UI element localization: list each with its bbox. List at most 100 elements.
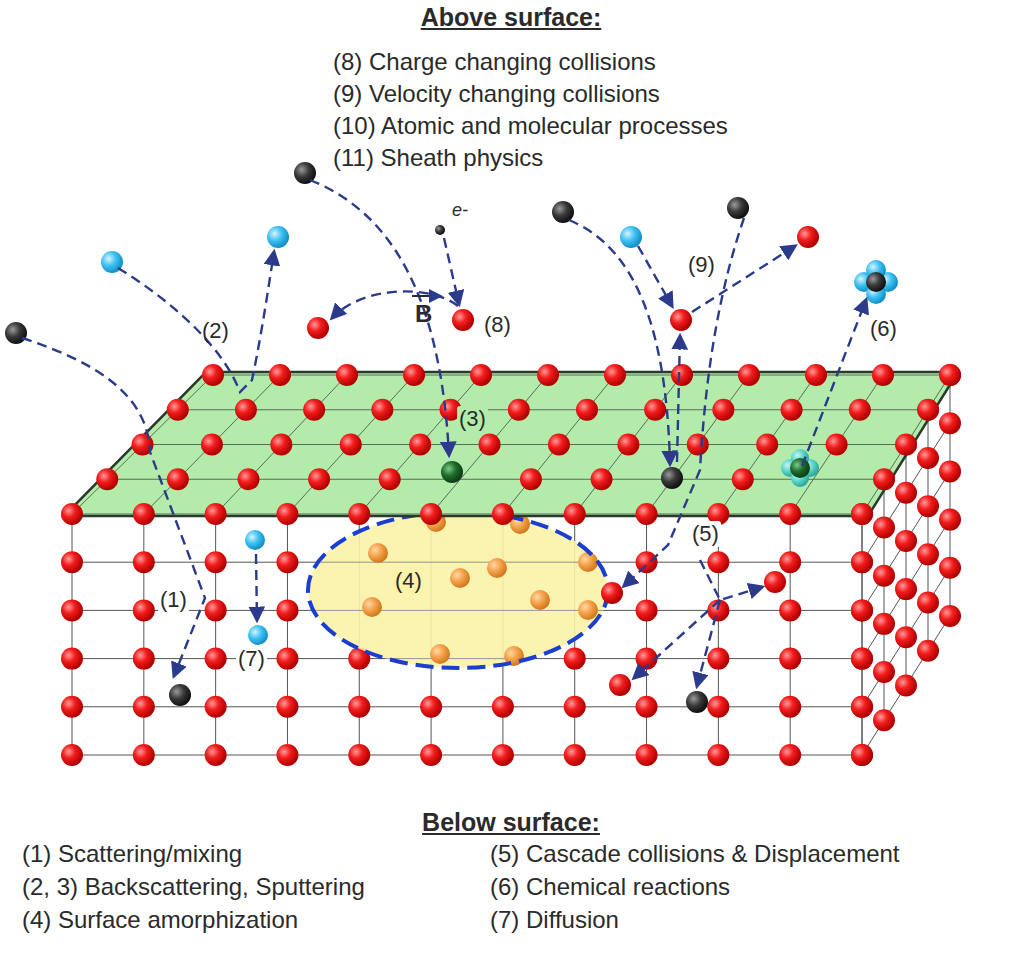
heading: Below surface:: [422, 807, 600, 837]
lattice-atom: [492, 696, 514, 718]
lattice-line: [308, 706, 608, 707]
lattice-atom: [276, 599, 298, 621]
lattice-atom: [133, 551, 155, 573]
lattice-line: [884, 479, 885, 720]
particle: [307, 317, 329, 339]
lattice-line: [503, 375, 615, 514]
lattice-atom: [636, 744, 658, 766]
particle: [866, 272, 886, 292]
lattice-atom: [237, 468, 259, 490]
lattice-atom: [61, 696, 83, 718]
amorphous-atom: [430, 644, 450, 664]
lattice-atom: [276, 744, 298, 766]
lattice-line: [215, 514, 216, 755]
lattice-atom: [61, 551, 83, 573]
lattice-line: [862, 514, 863, 755]
lattice-atom: [872, 364, 894, 386]
lattice-line: [862, 375, 950, 514]
lattice-atom: [738, 364, 760, 386]
lattice-atom: [779, 744, 801, 766]
lattice-atom: [270, 434, 292, 456]
lattice-line: [216, 375, 347, 514]
legend-item: (6) Chemical reactions: [490, 873, 730, 902]
lattice-atom: [371, 399, 393, 421]
lattice-atom: [873, 516, 895, 538]
magnetic-field-vector: [412, 296, 440, 297]
lattice-atom: [564, 744, 586, 766]
lattice-atom: [895, 434, 917, 456]
lattice-atom: [276, 503, 298, 525]
lattice-atom: [276, 648, 298, 670]
lattice-atom: [479, 434, 501, 456]
lattice-line: [143, 514, 144, 755]
lattice-atom: [851, 696, 873, 718]
lattice-atom: [591, 468, 613, 490]
lattice-line: [308, 610, 608, 611]
lattice-line: [308, 755, 608, 756]
lattice-atom: [133, 696, 155, 718]
lattice-atom: [61, 503, 83, 525]
lattice-atom: [873, 565, 895, 587]
trajectory: [332, 291, 458, 318]
lattice-line: [308, 562, 608, 563]
lattice-atom: [851, 744, 873, 766]
electron-label: e-: [452, 200, 468, 222]
surface-plane: [64, 372, 958, 516]
lattice-atom: [707, 551, 729, 573]
lattice-atom: [779, 551, 801, 573]
lattice-atom: [707, 696, 729, 718]
trajectories: [22, 180, 866, 686]
legend-item: (5) Cascade collisions & Displacement: [490, 840, 900, 869]
lattice-atom: [492, 744, 514, 766]
lattice-atom: [308, 468, 330, 490]
lattice-line: [72, 514, 862, 515]
lattice-line: [431, 375, 548, 514]
lattice-atom: [779, 648, 801, 670]
callout-number: (2): [200, 318, 231, 344]
lattice-atom: [403, 364, 425, 386]
lattice-atom: [617, 434, 639, 456]
trajectory: [624, 218, 744, 586]
particle: [686, 691, 708, 713]
lattice-atom: [939, 364, 961, 386]
lattice-atom: [205, 599, 227, 621]
particle: [727, 197, 749, 219]
lattice-atom: [779, 599, 801, 621]
lattice-atom: [851, 648, 873, 670]
lattice-atom: [805, 364, 827, 386]
lattice-atom: [133, 503, 155, 525]
trajectory: [634, 600, 720, 678]
lattice-line: [950, 375, 951, 616]
lattice-atom: [420, 696, 442, 718]
trajectory: [700, 560, 762, 600]
lattice-atom: [133, 648, 155, 670]
lattice-atom: [873, 468, 895, 490]
legend-item: (9) Velocity changing collisions: [333, 80, 660, 109]
callout-number: (9): [686, 252, 717, 278]
lattice-atom: [202, 364, 224, 386]
lattice-atom: [917, 495, 939, 517]
lattice-atom: [348, 696, 370, 718]
lattice-atom: [851, 744, 873, 766]
particle: [245, 530, 265, 550]
lattice-atom: [303, 399, 325, 421]
lattice-atom: [348, 744, 370, 766]
lattice-atom: [895, 578, 917, 600]
lattice-line: [359, 375, 481, 514]
lattice-atom: [687, 434, 709, 456]
lattice-atom: [917, 543, 939, 565]
callout-number: (7): [236, 646, 267, 672]
lattice-atom: [537, 364, 559, 386]
trajectory: [118, 252, 274, 392]
lattice-atom: [269, 364, 291, 386]
lattice-atom: [205, 648, 227, 670]
lattice-atom: [851, 599, 873, 621]
callout-number: (3): [457, 406, 488, 432]
lattice-atom: [133, 599, 155, 621]
amorphous-atom: [450, 568, 470, 588]
lattice-atom: [939, 509, 961, 531]
lattice-line: [178, 409, 928, 410]
legend-item: (7) Diffusion: [490, 906, 619, 935]
lattice-atom: [873, 613, 895, 635]
